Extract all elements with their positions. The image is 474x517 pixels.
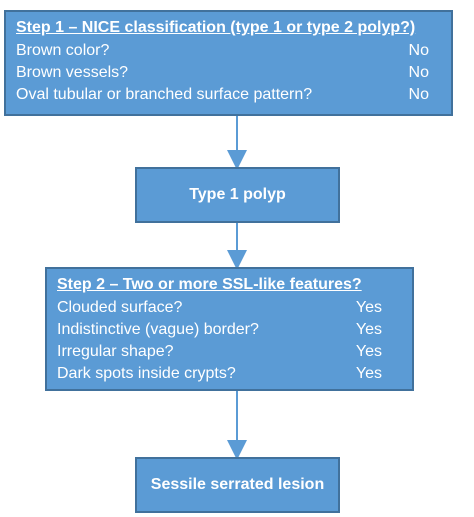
step1-row: Oval tubular or branched surface pattern… — [16, 84, 441, 106]
step2-answer: Yes — [355, 343, 382, 360]
step1-row: Brown vessels? No — [16, 62, 441, 84]
step1-answer: No — [408, 86, 429, 103]
step2-heading: Step 2 – Two or more SSL-like features? — [57, 276, 362, 293]
step1-row: Brown color? No — [16, 40, 441, 62]
step1-heading: Step 1 – NICE classification (type 1 or … — [16, 19, 416, 36]
step2-question: Indistinctive (vague) border? — [57, 321, 259, 338]
step2-question: Clouded surface? — [57, 299, 183, 316]
step1-question: Oval tubular or branched surface pattern… — [16, 86, 313, 103]
step2-row: Dark spots inside crypts? Yes — [57, 363, 402, 385]
step2-answer: Yes — [355, 365, 382, 382]
sessile-serrated-lesion-label: Sessile serrated lesion — [150, 476, 325, 493]
step1-answer: No — [408, 42, 429, 59]
sessile-serrated-lesion-box: Sessile serrated lesion — [135, 457, 340, 513]
step2-box: Step 2 – Two or more SSL-like features? … — [45, 267, 414, 391]
step2-answer: Yes — [355, 321, 382, 338]
step2-row: Clouded surface? Yes — [57, 297, 402, 319]
step2-row: Irregular shape? Yes — [57, 341, 402, 363]
step1-question: Brown color? — [16, 42, 110, 59]
step1-question: Brown vessels? — [16, 64, 129, 81]
step2-question: Dark spots inside crypts? — [57, 365, 236, 382]
step2-question: Irregular shape? — [57, 343, 174, 360]
step1-answer: No — [408, 64, 429, 81]
step2-row: Indistinctive (vague) border? Yes — [57, 319, 402, 341]
type1-polyp-box: Type 1 polyp — [135, 167, 340, 223]
type1-polyp-label: Type 1 polyp — [189, 186, 286, 203]
step2-answer: Yes — [355, 299, 382, 316]
step1-box: Step 1 – NICE classification (type 1 or … — [4, 10, 453, 116]
